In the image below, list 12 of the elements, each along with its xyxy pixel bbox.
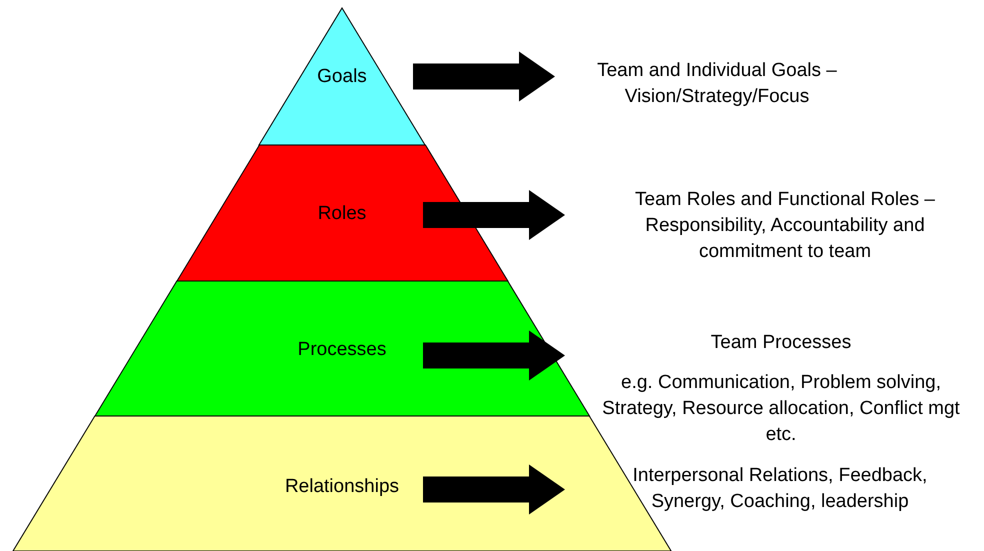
block-arrow [423,464,565,514]
description-text: Team Roles and Functional Roles – Responsibility, Accountability and commitment to team [634,188,936,264]
description-text: e.g. Communication, Problem solving, Strategy, Resource allocation, Conflict mgt etc. [601,371,961,447]
tier-label: Processes [296,339,388,361]
description-text: Interpersonal Relations, Feedback, Synergy, Coaching, leadership [632,464,928,514]
description-text: Team and Individual Goals – Vision/Strategy/Focus [596,59,838,109]
description-text: Team Processes [710,331,852,355]
block-arrow [413,52,555,102]
tier-label: Roles [316,203,368,225]
block-arrow [423,190,565,240]
tier-label: Goals [316,66,368,88]
block-arrow [423,330,565,380]
